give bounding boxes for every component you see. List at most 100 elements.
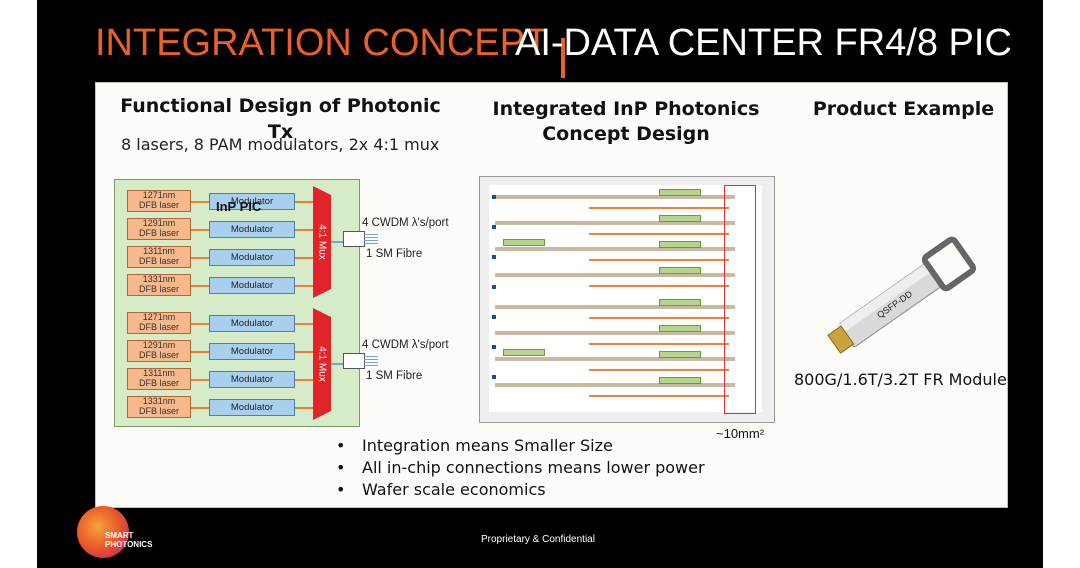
mod-section-7 (659, 351, 701, 358)
modulator-3: Modulator (209, 249, 295, 266)
inp-pic-label: InP PIC (216, 199, 262, 214)
laser-line-8 (589, 395, 729, 397)
functional-design-subheading: 8 lasers, 8 PAM modulators, 2x 4:1 mux (121, 135, 440, 154)
mux-2: 4:1 Mux (313, 308, 331, 420)
waveguide-8 (495, 383, 735, 387)
mod-link-8 (295, 407, 313, 409)
laser-link-1 (191, 201, 209, 203)
slide: INTEGRATION CONCEPT AI-DATA CENTER FR4/8… (37, 0, 1043, 568)
smart-photonics-logo-icon (77, 506, 129, 558)
laser-line-4 (589, 285, 729, 287)
qsfp-dd-module-image: QSFP-DD (814, 228, 989, 363)
pad-5 (492, 315, 496, 319)
laser-1: 1271nm DFB laser (127, 190, 191, 212)
laser-7: 1311nm DFB laser (127, 368, 191, 390)
fiber-line-1a (364, 234, 378, 235)
laser-6: 1291nm DFB laser (127, 340, 191, 362)
waveguide-6 (495, 331, 735, 335)
laser-2: 1291nm DFB laser (127, 218, 191, 240)
laser-link-6 (191, 351, 209, 353)
laser-link-2 (191, 229, 209, 231)
fiber-line-2d (364, 365, 378, 366)
mod-section-3 (659, 241, 701, 248)
laser-edge-region (724, 185, 756, 414)
laser-line-1 (589, 207, 729, 209)
chip-area-label: ~10mm² (716, 426, 765, 441)
mod-link-4 (295, 285, 313, 287)
pad-4 (492, 285, 496, 289)
pad-2 (492, 225, 496, 229)
pad-6 (492, 345, 496, 349)
mod-link-6 (295, 351, 313, 353)
laser-line-2 (589, 233, 729, 235)
waveguide-7 (495, 357, 735, 361)
modulator-4: Modulator (209, 277, 295, 294)
pad-3 (492, 255, 496, 259)
mod-link-1 (295, 201, 313, 203)
bullet-item: •All in-chip connections means lower pow… (336, 458, 705, 477)
laser-link-4 (191, 285, 209, 287)
bullet-list: •Integration means Smaller Size •All in-… (336, 435, 705, 501)
waveguide-5 (495, 305, 735, 309)
mod-section-8 (659, 377, 701, 384)
port1-cwdm-label: 4 CWDM λ's/port (362, 217, 449, 229)
modulator-8: Modulator (209, 399, 295, 416)
mod-section-2 (659, 215, 701, 222)
laser-4: 1331nm DFB laser (127, 274, 191, 296)
port1-fibre-label: 1 SM Fibre (366, 248, 423, 260)
mod-section-6 (659, 325, 701, 332)
logo-line2: PHOTONICS (105, 540, 153, 549)
mod-link-7 (295, 379, 313, 381)
fiber-coupler-2 (343, 353, 365, 369)
qsfp-module-icon: QSFP-DD (827, 236, 977, 354)
mod-link-3 (295, 257, 313, 259)
fiber-line-2b (364, 359, 378, 360)
mod-section-5 (659, 299, 701, 306)
laser-link-7 (191, 379, 209, 381)
chip-die (489, 185, 762, 414)
laser-3: 1311nm DFB laser (127, 246, 191, 268)
mod-section-4 (659, 267, 701, 274)
smart-photonics-logo-text: SMART PHOTONICS (105, 531, 152, 549)
waveguide-1 (495, 195, 735, 199)
modulator-2: Modulator (209, 221, 295, 238)
concept-design-heading-line1: Integrated InP Photonics (492, 98, 760, 120)
modulator-7: Modulator (209, 371, 295, 388)
laser-5: 1271nm DFB laser (127, 312, 191, 334)
pad-7 (492, 375, 496, 379)
title-cursor-bar (561, 38, 565, 78)
mux-1: 4:1 Mux (313, 186, 331, 298)
port2-cwdm-label: 4 CWDM λ's/port (362, 339, 449, 351)
laser-link-5 (191, 323, 209, 325)
content-panel: Functional Design of Photonic Tx 8 laser… (95, 82, 1008, 508)
laser-line-3 (589, 259, 729, 261)
fiber-line-1c (364, 240, 378, 241)
laser-line-5 (589, 317, 729, 319)
title-part2: AI-DATA CENTER FR4/8 PIC (515, 22, 1012, 64)
fiber-line-1d (364, 243, 378, 244)
fiber-line-2a (364, 356, 378, 357)
laser-link-8 (191, 407, 209, 409)
modulator-5: Modulator (209, 315, 295, 332)
modulator-6: Modulator (209, 343, 295, 360)
mux-section-2 (503, 349, 545, 356)
bullet-item: •Wafer scale economics (336, 480, 546, 499)
waveguide-2 (495, 221, 735, 225)
laser-8: 1331nm DFB laser (127, 396, 191, 418)
modulator-1: Modulator (209, 193, 295, 210)
chip-layout-image (479, 176, 775, 423)
fiber-coupler-1 (343, 231, 365, 247)
title-part1: INTEGRATION CONCEPT (95, 22, 549, 64)
product-example-heading: Product Example (812, 98, 995, 120)
inp-pic-block: 1271nm DFB laser 1291nm DFB laser 1311nm… (114, 179, 360, 427)
fiber-line-2c (364, 362, 378, 363)
laser-link-3 (191, 257, 209, 259)
slide-title: INTEGRATION CONCEPT AI-DATA CENTER FR4/8… (95, 18, 1043, 78)
port2-fibre-label: 1 SM Fibre (366, 370, 423, 382)
product-label: 800G/1.6T/3.2T FR Module (794, 370, 1007, 389)
mux-section-1 (503, 239, 545, 246)
waveguide-3 (495, 247, 735, 251)
bullet-item: •Integration means Smaller Size (336, 436, 613, 455)
laser-line-7 (589, 369, 729, 371)
mod-link-2 (295, 229, 313, 231)
